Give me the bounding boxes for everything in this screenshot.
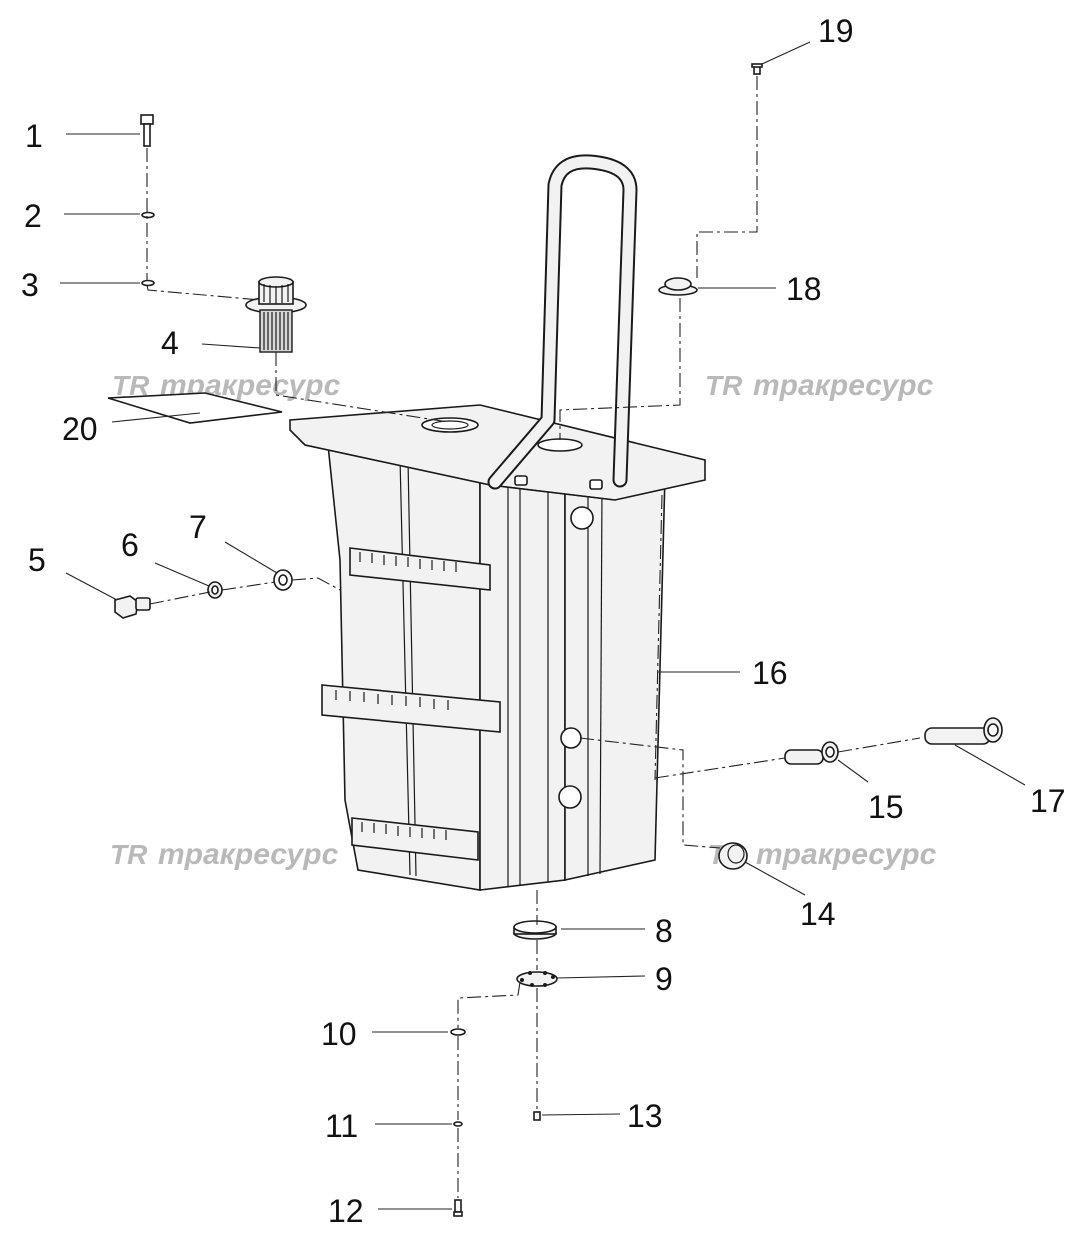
watermark-bottom-right: TR тракресурс — [708, 838, 937, 871]
watermark-text: тракресурс — [158, 838, 339, 871]
callout-2: 2 — [24, 198, 42, 234]
washer-3 — [141, 279, 155, 287]
assembly-line-3-4 — [146, 284, 261, 301]
callout-17: 17 — [1030, 783, 1066, 819]
port-lower — [558, 785, 582, 809]
callout-8: 8 — [655, 913, 673, 949]
callout-13: 13 — [627, 1098, 663, 1134]
watermark-text: тракресурс — [756, 838, 937, 871]
callout-18: 18 — [786, 271, 822, 307]
assembly-line-4-tank — [275, 352, 449, 423]
assembly-line-5-7 — [149, 577, 341, 605]
callout-1: 1 — [25, 118, 43, 154]
watermark-logo: TR — [705, 370, 743, 401]
washer-2 — [141, 211, 155, 219]
callout-9: 9 — [655, 961, 673, 997]
watermark-text: тракресурс — [753, 369, 934, 402]
assembly-line-14 — [579, 737, 721, 849]
step-lower — [351, 817, 479, 861]
port-middle — [560, 727, 582, 749]
flange-9 — [516, 971, 558, 987]
step-upper — [349, 547, 491, 591]
port-upper — [570, 506, 594, 530]
callout-12: 12 — [328, 1193, 364, 1229]
plug-5 — [114, 595, 151, 619]
callout-6: 6 — [121, 527, 139, 563]
callout-15: 15 — [868, 789, 904, 825]
tank-right-face — [564, 474, 666, 881]
breather-opening — [537, 438, 583, 452]
callout-10: 10 — [321, 1016, 357, 1052]
cap-14 — [718, 842, 748, 870]
callout-11: 11 — [325, 1108, 358, 1144]
watermark-logo: TR — [110, 839, 148, 870]
callout-7: 7 — [189, 509, 207, 545]
screw-12 — [453, 1199, 463, 1217]
washer-11 — [453, 1121, 463, 1127]
washer-6 — [207, 581, 223, 599]
filler-cap-filter-4 — [245, 276, 307, 353]
callout-20: 20 — [62, 411, 98, 447]
watermark-top-right: TR тракресурс — [705, 369, 934, 402]
assembly-line-15-17 — [654, 737, 921, 779]
callout-4: 4 — [161, 325, 179, 361]
pin-19 — [751, 63, 763, 75]
assembly-line-16 — [654, 494, 663, 781]
assembly-line-18-tank — [559, 298, 681, 440]
breather-cap-18 — [658, 277, 698, 296]
filler-neck-opening — [421, 417, 479, 433]
callout-19: 19 — [818, 13, 854, 49]
callout-3: 3 — [21, 267, 39, 303]
assembly-line-10 — [457, 981, 521, 1028]
callout-14: 14 — [800, 896, 836, 932]
assembly-line-19-18 — [696, 76, 758, 278]
callout-16: 16 — [752, 655, 788, 691]
fitting-17 — [924, 717, 1003, 745]
callout-5: 5 — [28, 542, 46, 578]
fitting-15 — [784, 741, 839, 765]
tank-front-face — [479, 474, 566, 891]
plug-13 — [533, 1111, 541, 1121]
ring-8 — [513, 920, 557, 940]
gasket-20 — [107, 392, 283, 424]
washer-10 — [450, 1028, 466, 1036]
bolt-1 — [140, 114, 154, 147]
handrail — [487, 154, 638, 490]
step-middle — [321, 684, 501, 733]
watermark-bottom-left: TR тракресурс — [110, 838, 339, 871]
